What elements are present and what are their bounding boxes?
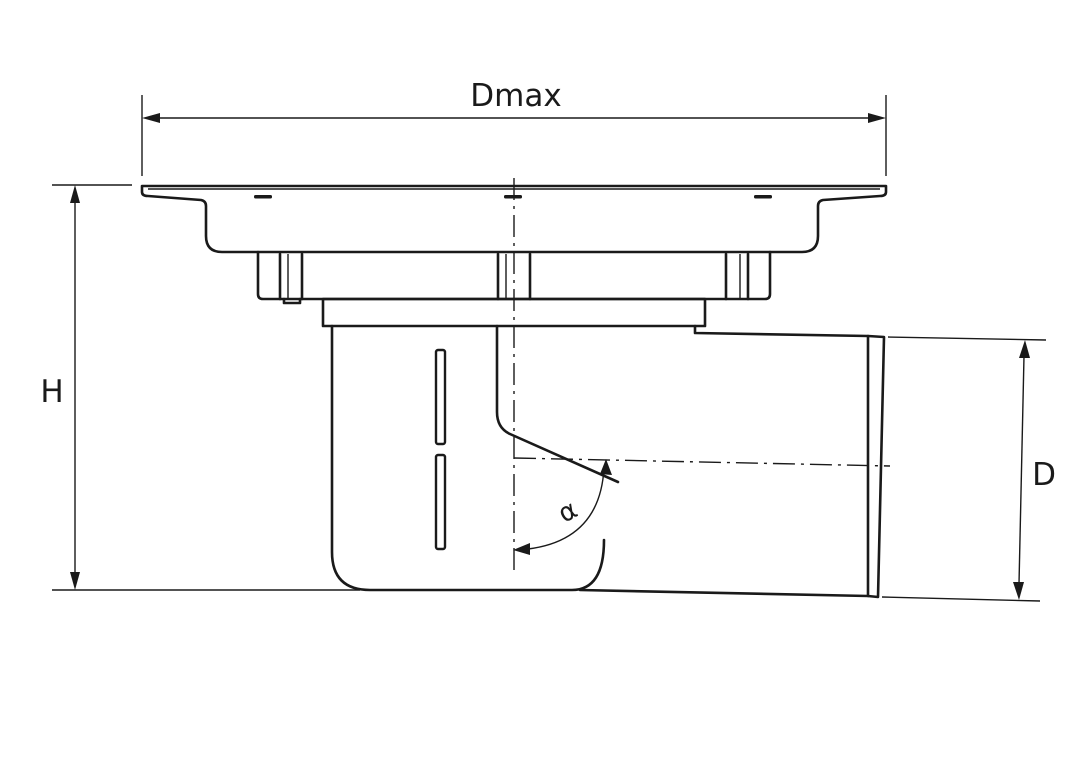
dmax-label: Dmax xyxy=(470,78,561,114)
clamping-ring xyxy=(256,250,772,305)
flange-hole-center xyxy=(504,195,522,199)
flange-hole-right xyxy=(754,195,772,199)
outlet-center-line xyxy=(513,457,891,467)
outlet-pipe xyxy=(578,324,886,599)
flange-hole-left xyxy=(254,195,272,199)
height-label: H xyxy=(40,374,63,410)
drain-body-inner-wall xyxy=(495,324,620,484)
height-dimension: H xyxy=(40,184,360,591)
dmax-dimension: Dmax xyxy=(141,78,887,176)
angle-label: α xyxy=(553,495,582,530)
outlet-diameter-label: D xyxy=(1032,457,1056,493)
drain-body xyxy=(330,324,606,592)
inlet-slot-lower xyxy=(434,453,447,551)
outlet-diameter-dimension: D xyxy=(881,336,1056,602)
inlet-slot-upper xyxy=(434,348,447,446)
